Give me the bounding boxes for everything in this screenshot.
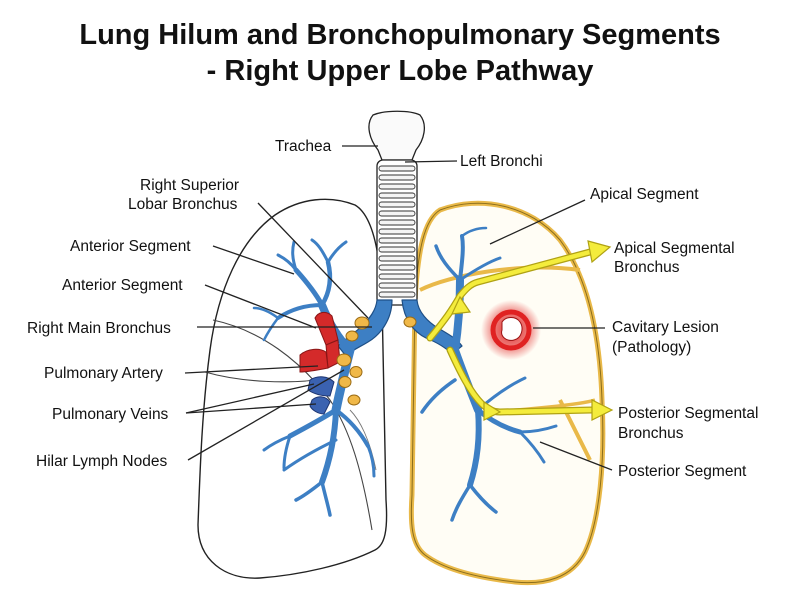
trachea-rings <box>378 165 416 298</box>
apical-pathway-arrow[interactable] <box>426 240 612 342</box>
right-oblique-fissure <box>212 319 373 531</box>
label-pulmonary-artery: Pulmonary Artery <box>44 365 163 382</box>
diagram-title-line-1: Lung Hilum and Bronchopulmonary Segments <box>79 19 721 51</box>
pulmonary-veins[interactable] <box>307 376 335 415</box>
right-bronchial-branches <box>252 238 376 517</box>
label-posterior-segmental-bronchus-1: Posterior Segmental <box>618 405 758 422</box>
label-cavitary-lesion-2: (Pathology) <box>612 339 691 356</box>
trachea-ring <box>378 246 416 253</box>
trachea-ring <box>378 210 416 217</box>
trachea-ring <box>378 273 416 280</box>
label-apical-segment: Apical Segment <box>590 186 699 203</box>
trachea-ring <box>378 174 416 181</box>
trachea-ring <box>378 237 416 244</box>
label-posterior-segment: Posterior Segment <box>618 463 747 480</box>
label-left-bronchi: Left Bronchi <box>460 153 543 170</box>
trachea-ring <box>378 291 416 298</box>
trachea-ring <box>378 219 416 226</box>
label-cavitary-lesion-1: Cavitary Lesion <box>612 319 719 336</box>
diagram-title-line-2: - Right Upper Lobe Pathway <box>206 55 594 87</box>
label-anterior-segment-2: Anterior Segment <box>62 277 183 294</box>
label-trachea: Trachea <box>275 138 332 155</box>
trachea-ring <box>378 201 416 208</box>
left-lung-inner-outline <box>410 202 604 584</box>
trachea-ring <box>378 264 416 271</box>
larynx <box>368 110 426 161</box>
left-main-bronchus-shape[interactable] <box>401 299 463 355</box>
left-upper-segment-division[interactable] <box>419 265 581 292</box>
label-hilar-lymph-nodes: Hilar Lymph Nodes <box>36 453 167 470</box>
posterior-pathway-arrow[interactable] <box>446 346 614 421</box>
label-apical-segmental-bronchus-2: Bronchus <box>614 259 680 276</box>
trachea-ring <box>378 192 416 199</box>
trachea-ring <box>378 165 416 172</box>
trachea-ring <box>378 255 416 262</box>
trachea-ring <box>378 183 416 190</box>
label-right-main-bronchus: Right Main Bronchus <box>27 320 171 337</box>
label-pulmonary-veins: Pulmonary Veins <box>52 406 169 423</box>
diagram-labels: Trachea Left Bronchi Right Superior Loba… <box>27 138 758 480</box>
label-posterior-segmental-bronchus-2: Bronchus <box>618 425 684 442</box>
label-anterior-segment-1: Anterior Segment <box>70 238 191 255</box>
left-bronchial-branches <box>420 226 558 522</box>
label-apical-segmental-bronchus-1: Apical Segmental <box>614 240 735 257</box>
hilar-lymph-nodes[interactable] <box>336 316 417 406</box>
leader-lines <box>184 145 613 471</box>
trachea-ring <box>378 228 416 235</box>
trachea-ring <box>378 282 416 289</box>
cavitary-lesion[interactable] <box>481 300 541 360</box>
label-right-superior-lobar-1: Right Superior <box>140 177 239 194</box>
label-right-superior-lobar-2: Lobar Bronchus <box>128 196 238 213</box>
